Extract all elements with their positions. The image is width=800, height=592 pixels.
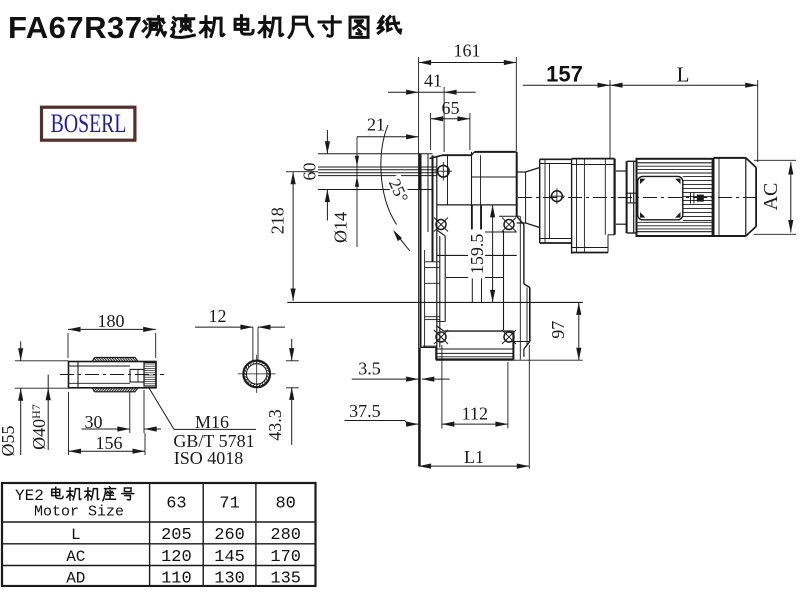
svg-text:Motor Size: Motor Size bbox=[34, 504, 124, 521]
svg-text:AC: AC bbox=[66, 548, 85, 566]
svg-text:L1: L1 bbox=[464, 447, 484, 467]
svg-text:37.5: 37.5 bbox=[349, 401, 381, 421]
svg-text:180: 180 bbox=[98, 311, 125, 331]
svg-text:112: 112 bbox=[462, 404, 488, 424]
svg-text:135: 135 bbox=[270, 569, 301, 587]
svg-text:97: 97 bbox=[548, 321, 568, 339]
svg-text:AC: AC bbox=[760, 183, 782, 211]
svg-text:156: 156 bbox=[96, 433, 123, 453]
svg-text:71: 71 bbox=[219, 495, 239, 514]
svg-text:218: 218 bbox=[268, 207, 288, 234]
svg-text:AD: AD bbox=[66, 569, 85, 587]
svg-text:M16: M16 bbox=[195, 412, 229, 432]
svg-text:145: 145 bbox=[214, 548, 245, 567]
svg-text:63: 63 bbox=[166, 495, 186, 514]
svg-text:ISO 4018: ISO 4018 bbox=[174, 448, 244, 468]
svg-text:80: 80 bbox=[275, 495, 295, 514]
svg-text:260: 260 bbox=[214, 526, 245, 545]
svg-text:FA67R37: FA67R37 bbox=[8, 10, 142, 45]
svg-text:120: 120 bbox=[161, 548, 192, 567]
svg-text:157: 157 bbox=[546, 62, 583, 87]
svg-text:Ø14: Ø14 bbox=[331, 212, 351, 243]
svg-text:YE2: YE2 bbox=[15, 487, 44, 505]
svg-text:170: 170 bbox=[270, 548, 301, 567]
svg-text:205: 205 bbox=[161, 526, 192, 545]
svg-text:30: 30 bbox=[85, 412, 103, 432]
svg-text:L: L bbox=[71, 526, 81, 544]
svg-text:21: 21 bbox=[367, 115, 385, 135]
svg-text:Ø55: Ø55 bbox=[0, 426, 18, 457]
svg-text:41: 41 bbox=[424, 71, 442, 91]
svg-text:161: 161 bbox=[454, 41, 481, 61]
svg-text:12: 12 bbox=[209, 306, 227, 326]
svg-text:3.5: 3.5 bbox=[358, 359, 381, 379]
svg-text:110: 110 bbox=[161, 569, 192, 587]
svg-text:43.3: 43.3 bbox=[265, 409, 285, 441]
svg-text:65: 65 bbox=[442, 98, 460, 118]
svg-text:159.5: 159.5 bbox=[467, 234, 487, 275]
svg-text:L: L bbox=[677, 63, 690, 87]
svg-text:280: 280 bbox=[270, 526, 301, 545]
svg-text:130: 130 bbox=[214, 569, 245, 587]
svg-text:BOSERL: BOSERL bbox=[51, 109, 127, 138]
